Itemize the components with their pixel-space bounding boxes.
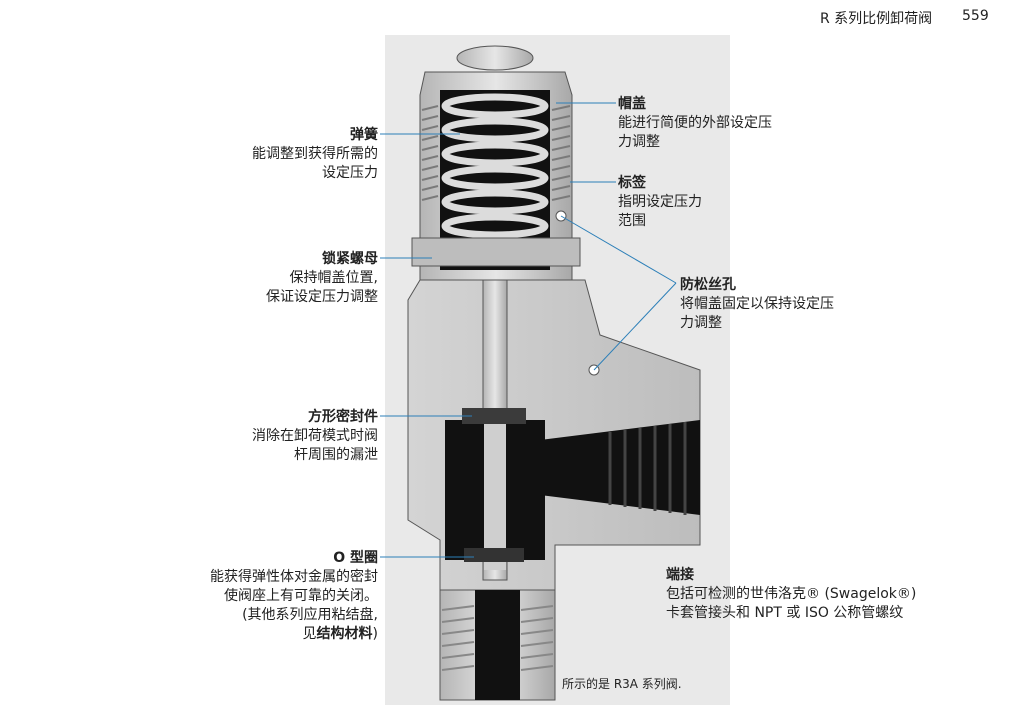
label-oring-ref-suffix: ) [372, 626, 378, 642]
cap-knob [456, 45, 534, 71]
side-port-threads [608, 422, 687, 515]
side-port [540, 420, 700, 515]
label-cap-title: 帽盖 [618, 96, 646, 112]
label-seal-title: 方形密封件 [308, 409, 378, 425]
label-oring-ref-prefix: 见 [302, 626, 317, 642]
square-seal [462, 408, 526, 424]
label-locknut-title: 锁紧螺母 [322, 251, 378, 267]
page-header-title: R 系列比例卸荷阀 [820, 11, 933, 27]
figure-caption: 所示的是 R3A 系列阀. [562, 677, 682, 691]
lower-bore [475, 590, 520, 700]
label-seal: 方形密封件 消除在卸荷模式时阀 杆周围的漏泄 [252, 408, 378, 465]
label-oring: O 型圈 能获得弹性体对金属的密封 使阀座上有可靠的关闭。 (其他系列应用粘结盘… [210, 549, 378, 644]
lower-threads [441, 605, 554, 671]
label-cap: 帽盖 能进行简便的外部设定压 力调整 [618, 95, 772, 152]
label-locknut-body: 保持帽盖位置, 保证设定压力调整 [266, 270, 378, 305]
label-tag: 标签 指明设定压力 范围 [618, 174, 702, 231]
label-lockhole-body: 将帽盖固定以保持设定压 力调整 [680, 296, 834, 331]
label-lockhole: 防松丝孔 将帽盖固定以保持设定压 力调整 [680, 276, 834, 333]
label-tag-title: 标签 [618, 175, 646, 191]
label-spring-body: 能调整到获得所需的 设定压力 [252, 146, 378, 181]
label-oring-ref-link[interactable]: 结构材料 [316, 626, 373, 642]
o-ring [464, 548, 524, 562]
leader-lockhole-body [593, 282, 677, 371]
label-spring-title: 弹簧 [350, 127, 378, 143]
label-endconn-title: 端接 [666, 567, 694, 583]
cap-threads [421, 105, 571, 201]
label-lockhole-title: 防松丝孔 [680, 277, 736, 293]
label-oring-title: O 型圈 [333, 550, 378, 566]
label-tag-body: 指明设定压力 范围 [618, 194, 702, 229]
leader-lockhole-upper [560, 215, 677, 284]
stem-inner [484, 420, 506, 570]
label-cap-body: 能进行简便的外部设定压 力调整 [618, 115, 772, 150]
label-oring-body: 能获得弹性体对金属的密封 使阀座上有可靠的关闭。 (其他系列应用粘结盘, [210, 569, 378, 623]
label-oring-ref-line: 见结构材料) [210, 625, 378, 644]
label-endconn-body: 包括可检测的世伟洛克® (Swagelok®) 卡套管接头和 NPT 或 ISO… [666, 586, 917, 621]
label-locknut: 锁紧螺母 保持帽盖位置, 保证设定压力调整 [266, 250, 378, 307]
label-seal-body: 消除在卸荷模式时阀 杆周围的漏泄 [252, 428, 378, 463]
label-endconn: 端接 包括可检测的世伟洛克® (Swagelok®) 卡套管接头和 NPT 或 … [666, 566, 916, 623]
leader-lines [380, 102, 677, 558]
lock-nut [411, 237, 581, 267]
page-number: 559 [962, 8, 989, 24]
label-spring: 弹簧 能调整到获得所需的 设定压力 [252, 126, 378, 183]
